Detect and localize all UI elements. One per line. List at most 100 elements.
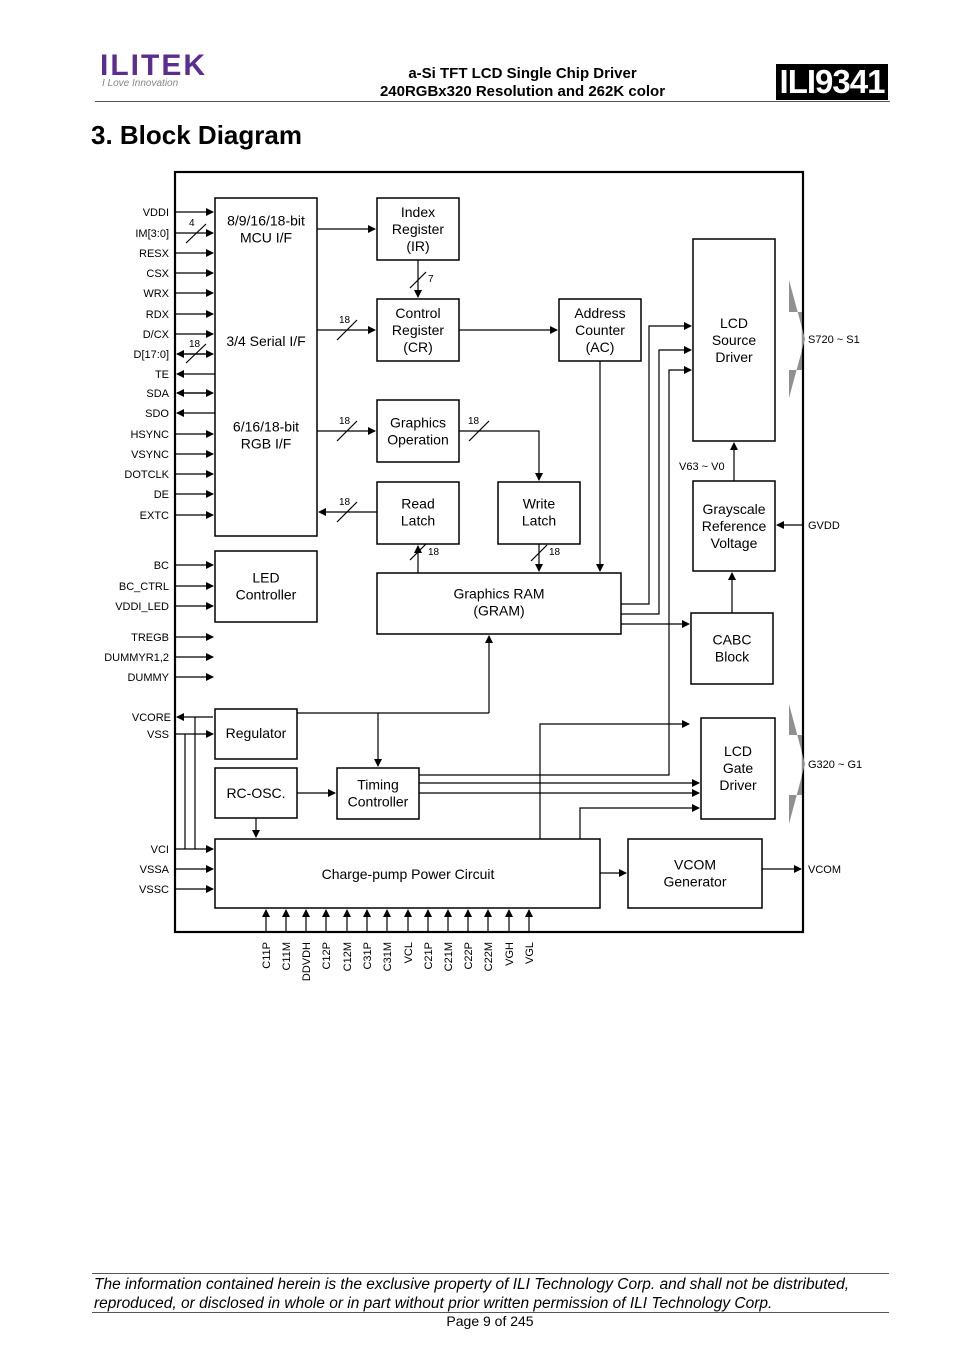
pin-vssc: VSSC bbox=[139, 884, 169, 896]
pin-c31p: C31P bbox=[362, 942, 374, 970]
gate-output-arrow bbox=[789, 704, 805, 824]
pin-dotclk: DOTCLK bbox=[124, 469, 169, 481]
charge-pump-block bbox=[214, 838, 601, 909]
pin-c11m: C11M bbox=[281, 942, 293, 971]
control-register-block bbox=[376, 298, 460, 362]
bus-width-read: 18 bbox=[339, 497, 351, 508]
pin-vsync: VSYNC bbox=[131, 449, 169, 461]
gvdd-label: GVDD bbox=[808, 520, 840, 532]
pin-rdx: RDX bbox=[146, 309, 170, 321]
pin-c12p: C12P bbox=[321, 942, 333, 970]
bus-width-ir-cr: 7 bbox=[428, 274, 434, 285]
bus-width-im: 4 bbox=[189, 218, 195, 229]
grayscale-block bbox=[692, 480, 776, 572]
gamma-levels-label: V63 ~ V0 bbox=[679, 461, 725, 473]
pin-bc: BC bbox=[154, 560, 169, 572]
pin-data-bus: D[17:0] bbox=[134, 349, 169, 361]
pin-bc-ctrl: BC_CTRL bbox=[119, 581, 169, 593]
pin-c11p: C11P bbox=[261, 942, 273, 969]
pin-dummyr: DUMMYR1,2 bbox=[104, 652, 169, 664]
gram-block bbox=[376, 572, 622, 635]
bus-width-data: 18 bbox=[189, 339, 201, 350]
chip-outline bbox=[173, 170, 805, 934]
bus-width-read-latch: 18 bbox=[428, 547, 440, 558]
pin-de: DE bbox=[154, 489, 169, 501]
lcd-gate-driver-block bbox=[700, 717, 776, 820]
gram-label: Graphics RAM(GRAM) bbox=[453, 586, 544, 619]
pin-hsync: HSYNC bbox=[130, 429, 169, 441]
pin-c22m: C22M bbox=[483, 942, 495, 971]
pin-vddi-led: VDDI_LED bbox=[115, 601, 169, 613]
pin-vcl: VCL bbox=[403, 942, 415, 963]
rc-osc-label: RC-OSC. bbox=[226, 785, 285, 801]
title-line-2: 240RGBx320 Resolution and 262K color bbox=[379, 83, 666, 100]
pin-c21m: C21M bbox=[443, 942, 455, 971]
pin-im: IM[3:0] bbox=[135, 228, 169, 240]
pin-csx: CSX bbox=[146, 268, 169, 280]
bus-width-write-latch: 18 bbox=[549, 547, 561, 558]
notice-line-1: The information contained herein is the … bbox=[94, 1276, 850, 1293]
part-number-badge: ILI9341 bbox=[776, 64, 888, 100]
section-title: 3. Block Diagram bbox=[91, 120, 302, 150]
pin-vgh: VGH bbox=[504, 942, 516, 966]
bus-width-gop-out: 18 bbox=[468, 416, 480, 427]
footer-divider-top bbox=[92, 1273, 889, 1274]
source-outputs-label: S720 ~ S1 bbox=[808, 334, 860, 346]
pin-vss: VSS bbox=[147, 729, 169, 741]
timing-controller-block bbox=[336, 767, 420, 820]
graphics-operation-block bbox=[376, 399, 460, 463]
write-latch-block bbox=[497, 481, 581, 545]
notice-line-2: reproduced, or disclosed in whole or in … bbox=[94, 1295, 773, 1312]
serial-if-label: 3/4 Serial I/F bbox=[226, 333, 305, 349]
pin-wrx: WRX bbox=[143, 288, 169, 300]
bus-width-to-gop: 18 bbox=[339, 416, 351, 427]
read-latch-block bbox=[376, 481, 460, 545]
pin-c31m: C31M bbox=[382, 942, 394, 971]
pin-tregb: TREGB bbox=[131, 632, 169, 644]
logo-tagline: I Love Innovation bbox=[102, 78, 179, 89]
pin-dummy: DUMMY bbox=[127, 672, 169, 684]
regulator-label: Regulator bbox=[226, 725, 287, 741]
pin-sdo: SDO bbox=[145, 408, 169, 420]
pin-vddi: VDDI bbox=[143, 207, 169, 219]
company-logo: ILITEK I Love Innovation bbox=[100, 50, 240, 92]
bus-width-to-cr: 18 bbox=[339, 315, 351, 326]
source-output-arrow bbox=[789, 280, 805, 398]
cabc-block bbox=[690, 612, 774, 685]
pin-c12m: C12M bbox=[342, 942, 354, 971]
lcd-source-driver-block bbox=[692, 238, 776, 442]
header-divider bbox=[95, 101, 890, 102]
pin-vgl: VGL bbox=[524, 942, 536, 964]
pin-resx: RESX bbox=[139, 248, 170, 260]
pin-c21p: C21P bbox=[423, 942, 435, 970]
pin-c22p: C22P bbox=[463, 942, 475, 970]
document-title: a-Si TFT LCD Single Chip Driver 240RGBx3… bbox=[350, 65, 695, 101]
pin-sda: SDA bbox=[146, 388, 169, 400]
regulator-block bbox=[214, 708, 298, 760]
interface-block bbox=[214, 197, 318, 537]
pin-ddvdh: DDVDH bbox=[301, 942, 313, 981]
title-line-1: a-Si TFT LCD Single Chip Driver bbox=[408, 65, 637, 82]
pin-vssa: VSSA bbox=[140, 864, 170, 876]
pin-extc: EXTC bbox=[140, 510, 169, 522]
pin-dcx: D/CX bbox=[143, 329, 170, 341]
charge-pump-label: Charge-pump Power Circuit bbox=[322, 866, 495, 882]
pin-vci: VCI bbox=[151, 844, 169, 856]
led-controller-block bbox=[214, 550, 318, 623]
rc-osc-block bbox=[214, 767, 298, 819]
